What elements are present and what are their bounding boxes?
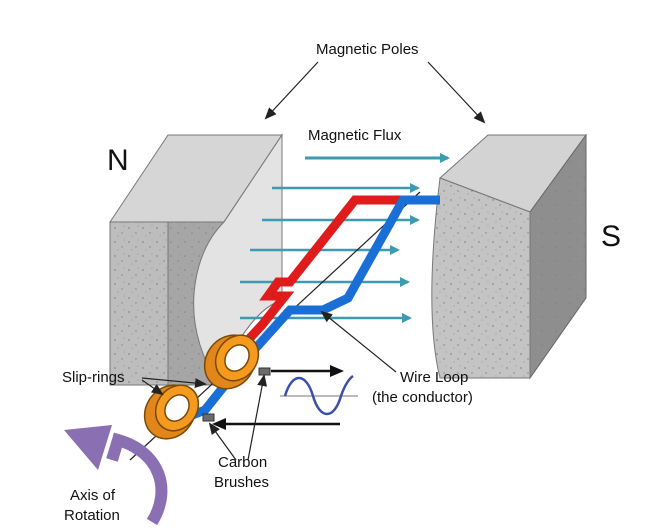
leader-carbon-2 [208,422,237,461]
wire-red [218,195,440,372]
label-wire-loop: Wire Loop [400,369,468,386]
leader-slip-rings-1 [141,377,207,389]
carbon-brush-lower [202,413,215,422]
wire-blue [183,195,440,423]
leader-carbon-1 [247,374,268,461]
label-carbon: Carbon [218,454,267,471]
south-magnet [431,133,587,380]
leader-poles-right [427,61,486,124]
carbon-brush-upper [258,367,271,376]
ac-waveform [280,374,358,416]
leader-poles-left [264,61,319,120]
north-magnet [109,133,283,387]
label-wire-loop-sub: (the conductor) [372,389,473,406]
rotation-arrow [64,425,168,526]
wire-loop [183,195,440,423]
label-south: S [601,220,621,253]
label-magnetic-flux: Magnetic Flux [308,127,402,144]
label-brushes: Brushes [214,474,269,491]
label-axis-of: Axis of [70,487,116,504]
leader-slip-rings-2 [141,379,164,396]
label-magnetic-poles: Magnetic Poles [316,41,419,58]
leader-wire-loop [320,310,397,373]
label-north: N [107,144,129,177]
label-rotation: Rotation [64,507,120,524]
slip-ring-front [143,384,200,440]
slip-ring-back [203,334,260,390]
label-slip-rings: Slip-rings [62,369,125,386]
